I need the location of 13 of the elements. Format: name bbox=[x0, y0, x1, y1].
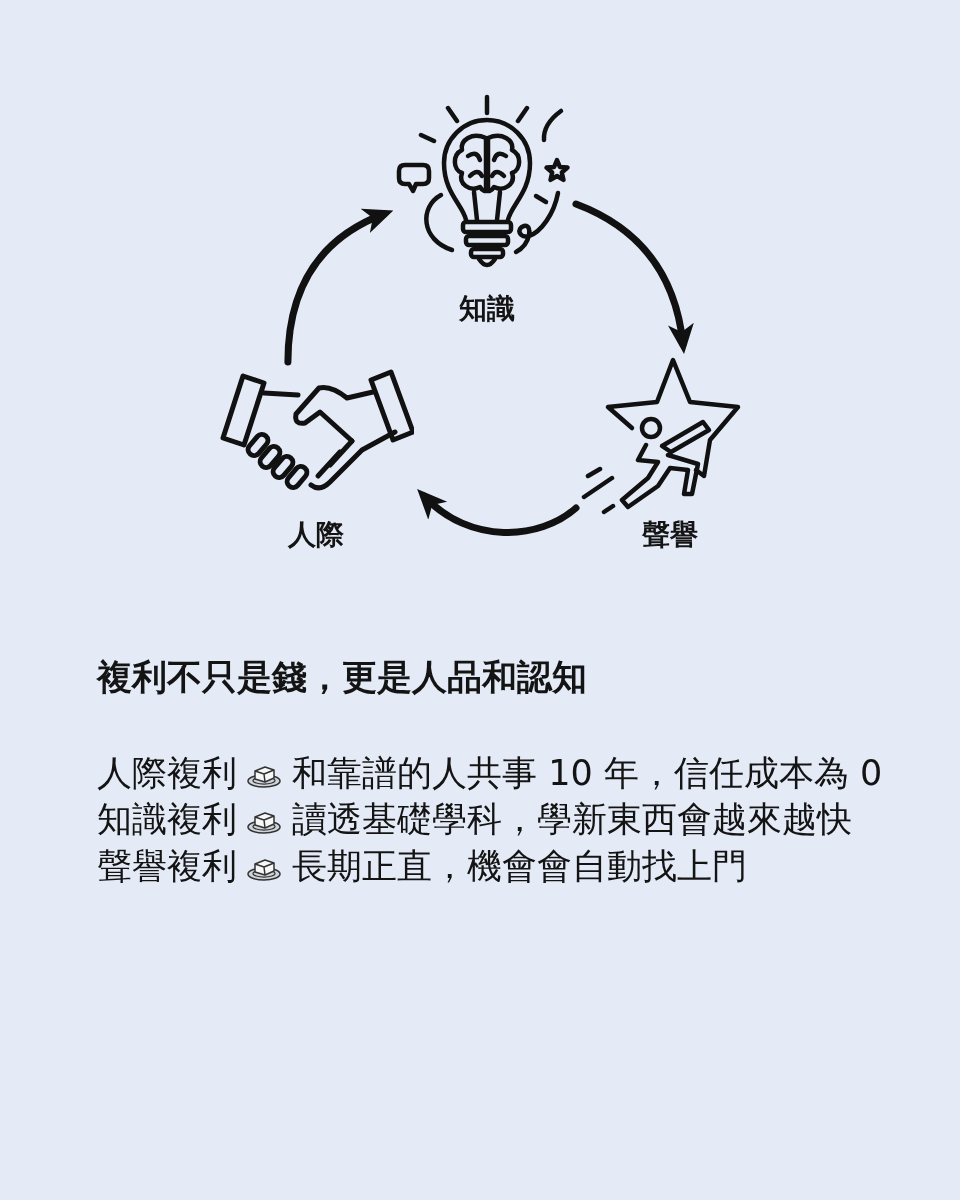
description-text: 長期正直，機會會自動找上門 bbox=[292, 845, 747, 888]
node-label: 人際 bbox=[288, 518, 344, 552]
term-text: 人際複利 bbox=[97, 752, 237, 795]
heading: 複利不只是錢，更是人品和認知 bbox=[97, 656, 587, 699]
term-text: 知識複利 bbox=[97, 798, 237, 841]
description-text: 讀透基礎學科，學新東西會越來越快 bbox=[292, 798, 852, 841]
term-text: 聲譽複利 bbox=[97, 845, 237, 888]
node-label: 知識 bbox=[459, 292, 515, 326]
curved-arrow bbox=[416, 489, 580, 536]
node-label: 聲譽 bbox=[642, 518, 698, 552]
description-text: 和靠譜的人共事 10 年，信任成本為 0 bbox=[292, 752, 883, 795]
curved-arrow bbox=[572, 200, 693, 354]
curved-arrow bbox=[284, 209, 394, 366]
